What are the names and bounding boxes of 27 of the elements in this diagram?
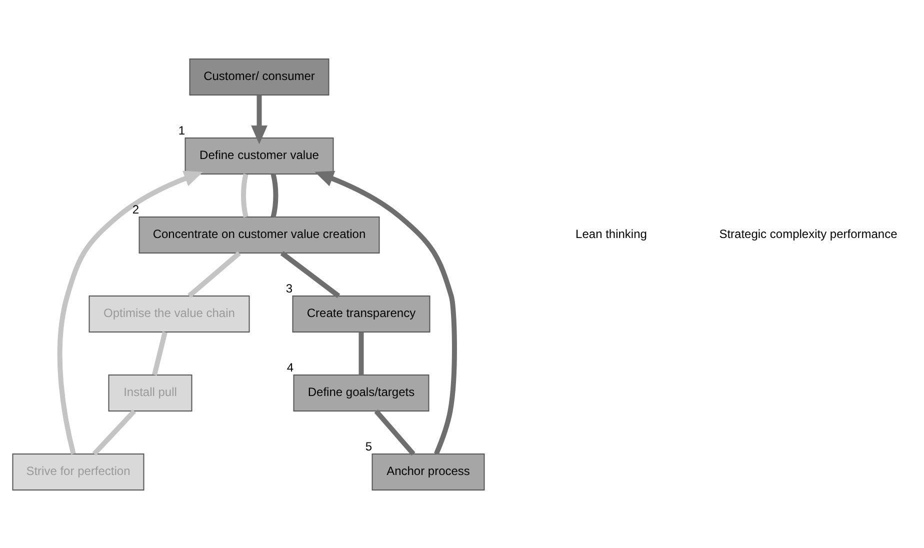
node-label: 1 <box>178 123 186 138</box>
label: Lean thinking <box>576 226 647 241</box>
node-box: Install pull <box>108 374 192 411</box>
connector <box>280 250 340 298</box>
node-box: Define goals/targets <box>293 374 430 411</box>
node-box: Define customer value <box>184 137 334 174</box>
node-label: 3 <box>286 281 293 296</box>
connector <box>358 332 364 374</box>
node-box: Concentrate on customer value creation <box>138 216 380 253</box>
node-box: Anchor process <box>372 453 485 490</box>
node-box: Customer/ consumer <box>189 58 330 95</box>
node-label: 2 <box>132 202 140 216</box>
node-box: Optimise the value chain <box>88 295 250 332</box>
node-label: 5 <box>365 439 372 454</box>
node-label: 4 <box>286 360 294 374</box>
connector <box>92 408 136 456</box>
node-box: Create transparency <box>292 295 430 332</box>
arrow <box>251 94 268 144</box>
node-box: Strive for perfection <box>12 453 144 490</box>
connector <box>241 173 248 218</box>
connector <box>374 408 416 456</box>
arrow <box>314 170 457 454</box>
connector <box>188 250 241 298</box>
label: Strategic complexity performance <box>719 226 898 241</box>
connector <box>270 173 278 218</box>
connector <box>152 330 168 376</box>
arrow <box>57 170 203 454</box>
